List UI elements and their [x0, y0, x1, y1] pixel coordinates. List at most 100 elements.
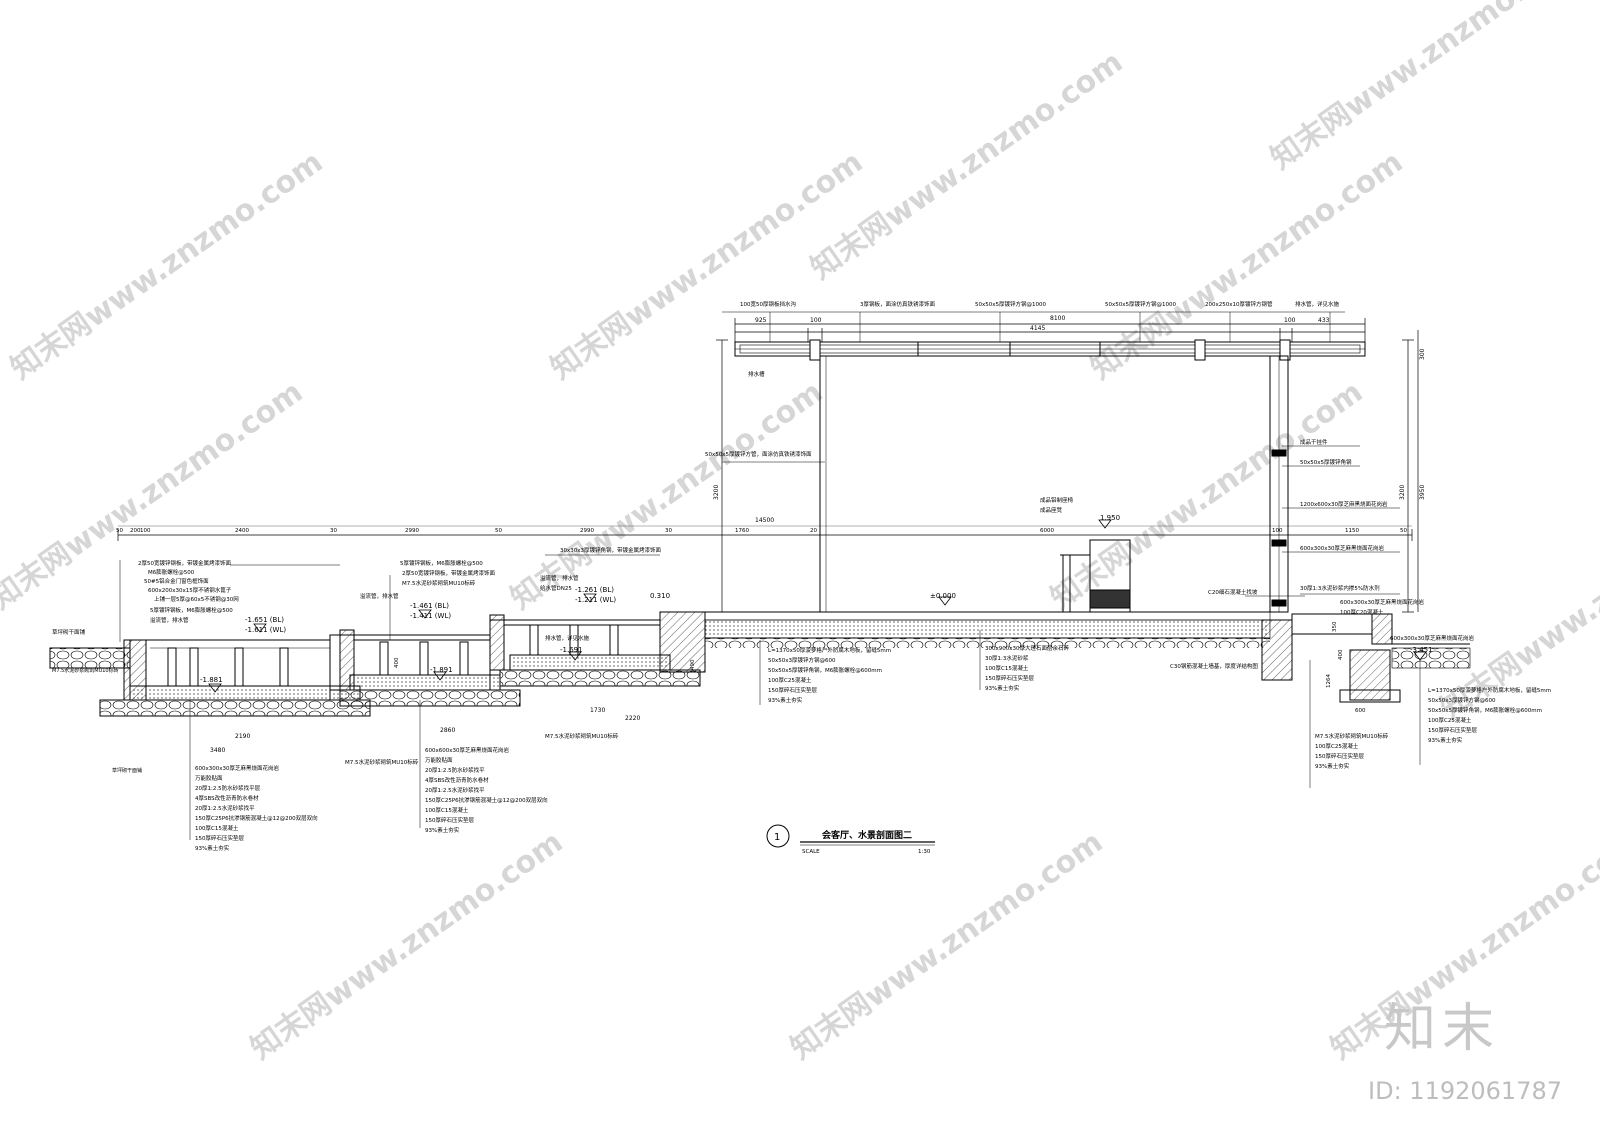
note-ll-6: 150厚C25P6抗渗钢筋混凝土@12@200双层双向 [195, 814, 318, 822]
level-pond-right-1: -1.261 (BL) [575, 586, 614, 594]
note-mid-6: 93%素土夯实 [768, 696, 803, 704]
note-roof-1: 100宽50厚钢板挡水沟 [740, 300, 796, 308]
note-mid-5: 150厚碎石压实垫层 [768, 686, 817, 694]
dim-depth-6: 600 [1355, 708, 1366, 714]
dim-seg-11: 6000 [1040, 528, 1054, 534]
note-bottom-1: M7.5水泥砂浆砌筑MU10标砖 [345, 758, 419, 766]
dim-seg-3: 2400 [235, 528, 249, 534]
dim-seg-13: 1150 [1345, 528, 1359, 534]
note-pr-3: 给水管DN25 [540, 584, 572, 592]
dim-depth-1: 400 [394, 657, 400, 668]
dim-pool-2: 2190 [235, 733, 250, 740]
title-number: 1 [774, 832, 780, 843]
note-pm-4: 溢流管，排水管 [360, 592, 399, 600]
note-fl-1: 300x900x30厚大理石面层余石碎 [985, 644, 1070, 652]
note-pl-4: 600x200x30x15厚不锈钢水篦子 [148, 586, 232, 594]
note-ll-3: 20厚1:2.5防水砂浆找平层 [195, 784, 261, 792]
note-mid-2: 50x50x3厚镀锌方钢@600 [768, 656, 836, 664]
dim-depth-2: 490 [690, 659, 696, 670]
level-floor: ±0.000 [930, 592, 956, 600]
note-fl-3: 100厚C15混凝土 [985, 664, 1029, 672]
note-right-7: 600x300x30厚芝麻黑烧面花岗岩 [1340, 598, 1425, 606]
dim-right-top: 300 [1419, 348, 1426, 360]
note-roof-4: 50x50x5厚镀锌方钢@1000 [1105, 300, 1177, 308]
dim-right-height-2: 3950 [1419, 485, 1426, 500]
note-lm-6: 150厚C25P6抗渗钢筋混凝土@12@200双层双向 [425, 796, 548, 804]
dim-seg-8: 30 [665, 528, 672, 534]
note-pm-2: 2厚50宽镀锌钢板，带镀金属烤漆饰面 [402, 569, 495, 577]
note-br-8: 100厚C25混凝土 [1315, 742, 1359, 750]
note-roof-2: 3厚钢板，面涂仿真铁锈漆饰面 [860, 300, 936, 308]
dim-top-2: 100 [810, 317, 822, 324]
top-dimensions [734, 318, 1366, 342]
note-ll-1: 600x300x30厚芝麻黑烧面花岗岩 [195, 764, 280, 772]
dim-pool-3: 2860 [440, 727, 455, 734]
level-bottom-2: -1.891 [430, 666, 453, 674]
note-right-1: 成品干挂件 [1300, 438, 1328, 446]
dim-seg-4: 30 [330, 528, 337, 534]
note-ll-5: 20厚1:2.5水泥砂浆找平 [195, 804, 255, 812]
level-outer: -3.451 [1410, 646, 1433, 654]
level-bench: 1.950 [1100, 514, 1120, 522]
watermark-text: 知末网www.znzmo.com [1085, 145, 1410, 387]
dim-pool-1: 3480 [210, 747, 225, 754]
note-pl-2: M6膨胀螺栓@500 [148, 568, 195, 576]
leader-lines [119, 311, 1421, 840]
note-pl-5: 上铺一层5厚@60x5不锈钢@30网 [154, 595, 239, 603]
note-pm-3: M7.5水泥砂浆砌筑MU10标砖 [402, 579, 476, 587]
watermark-text: 知末网www.znzmo.com [785, 825, 1110, 1067]
drawing-text: 8100 925 100 4145 100 433 100宽50厚钢板挡水沟 3… [52, 300, 1551, 852]
dim-depth-5: 350 [1332, 621, 1338, 632]
pools [49, 611, 706, 717]
level-bottom-1: -1.881 [200, 676, 223, 684]
watermark-text: 知末网www.znzmo.com [5, 145, 330, 387]
note-ll-2: 万能胶贴面 [195, 774, 223, 782]
title-scale-label: SCALE [802, 849, 820, 855]
note-br-6: 93%素土夯实 [1428, 736, 1463, 744]
note-br-7: M7.5水泥砂浆砌筑MU10标砖 [1315, 732, 1389, 740]
title-scale-value: 1:30 [918, 849, 931, 855]
vertical-dimensions [716, 330, 1419, 613]
level-markers [208, 519, 1427, 693]
note-br-3: 50x50x5厚镀锌角钢，M6膨胀螺栓@600mm [1428, 706, 1542, 714]
note-edge-1: M7.5水泥砂浆砌筑MU10标砖 [52, 667, 119, 674]
level-pond-mid-2: -1.411 (WL) [410, 612, 451, 620]
note-pl-8: 草坪砌干面铺 [52, 628, 86, 636]
note-ll-8: 150厚碎石压实垫层 [195, 834, 244, 842]
note-mid-3: 50x50x5厚镀锌角钢，M6膨胀螺栓@600mm [768, 666, 882, 674]
dim-right-height: 3200 [1399, 485, 1406, 500]
note-br-4: 100厚C25混凝土 [1428, 716, 1472, 724]
note-pl-6: 5厚镀锌钢板，M6膨胀螺栓@500 [150, 606, 233, 614]
dim-left-height: 3200 [713, 485, 720, 500]
note-fl-6: C30钢筋混凝土墙基，厚度详结构图 [1170, 662, 1258, 670]
note-lm-3: 20厚1:2.5防水砂浆找平 [425, 766, 485, 774]
note-fl-4: 150厚碎石压实垫层 [985, 674, 1034, 682]
note-pr-2: 溢流管，排水管 [540, 574, 579, 582]
note-br-9: 150厚碎石压实垫层 [1315, 752, 1364, 760]
note-right-4: 600x300x30厚芝麻黑烧面花岗岩 [1300, 544, 1385, 552]
note-bottom-2: M7.5水泥砂浆砌筑MU10标砖 [545, 732, 619, 740]
dim-depth-3: 1264 [1326, 674, 1332, 688]
watermark-text: 知末网www.znzmo.com [1265, 0, 1590, 177]
dim-top-3: 4145 [1030, 325, 1045, 332]
level-pond-mid-1: -1.461 (BL) [410, 602, 449, 610]
note-fl-5: 93%素土夯实 [985, 684, 1020, 692]
dim-seg-0: 50 [116, 528, 123, 534]
note-lm-7: 100厚C15混凝土 [425, 806, 469, 814]
level-bottom-3: -1.691 [560, 646, 583, 654]
image-id: ID: 1192061787 [1368, 1077, 1562, 1105]
note-pl-1: 2厚50宽镀锌钢板，带镀金属烤漆饰面 [138, 559, 231, 567]
note-right-8: 100厚C20混凝土 [1340, 608, 1384, 616]
dim-pool-5: 2220 [625, 715, 640, 722]
note-edge-2: 草坪砌干面铺 [112, 767, 142, 774]
note-br-1: L=1370x50厚菠萝格户外防腐木地板，留缝5mm [1428, 686, 1551, 694]
note-right-9: 600x300x30厚芝麻黑烧面花岗岩 [1390, 634, 1475, 642]
note-ll-4: 4厚SBS改性沥青防水卷材 [195, 794, 259, 802]
dim-seg-6: 50 [495, 528, 502, 534]
note-mid-4: 100厚C25混凝土 [768, 676, 812, 684]
note-br-2: 50x50x3厚镀锌方钢@600 [1428, 696, 1496, 704]
note-right-5: C20细石混凝土找坡 [1208, 588, 1258, 596]
note-br-10: 93%素土夯实 [1315, 762, 1350, 770]
note-mid-1: L=1370x50厚菠萝格户外防腐木地板，留缝5mm [768, 646, 891, 654]
